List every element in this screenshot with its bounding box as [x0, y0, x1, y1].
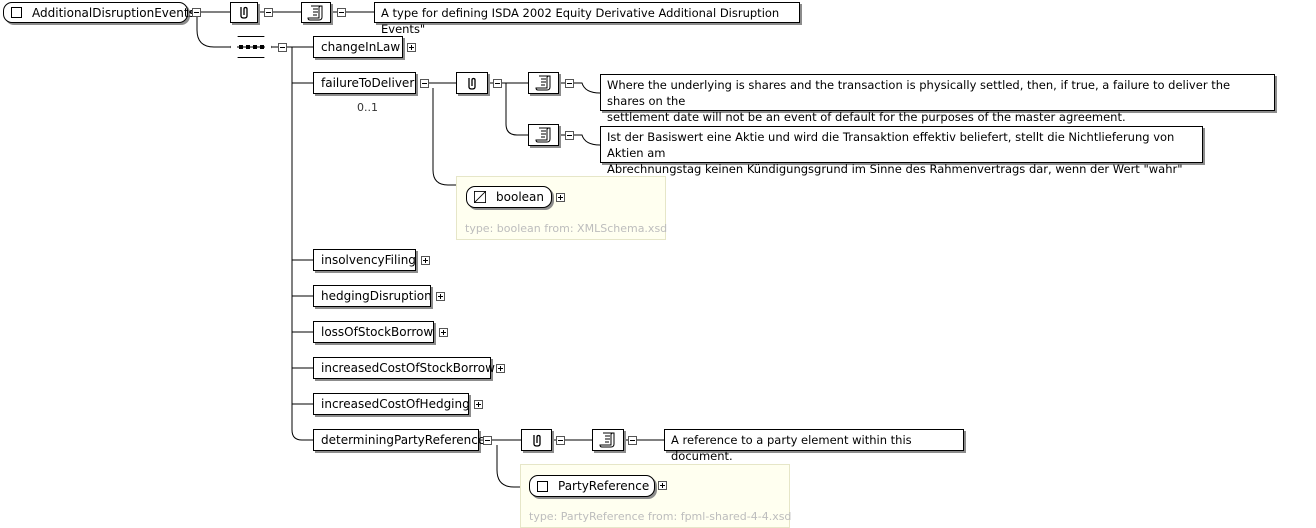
expand-icon[interactable] — [421, 256, 430, 265]
element-insolvency-filing[interactable]: insolvencyFiling — [313, 249, 416, 271]
expand-icon[interactable] — [658, 481, 667, 490]
expand-icon[interactable] — [496, 364, 505, 373]
collapse-icon[interactable] — [565, 79, 574, 88]
annotation-icon — [456, 72, 488, 94]
element-determining-party-reference[interactable]: determiningPartyReference — [313, 429, 485, 451]
complex-type-icon — [537, 480, 548, 492]
element-increased-cost-of-hedging[interactable]: increasedCostOfHedging — [313, 393, 470, 415]
documentation-scroll-icon — [592, 429, 624, 451]
occurrence-label: 0..1 — [357, 101, 378, 114]
collapse-icon[interactable] — [483, 436, 492, 445]
collapse-icon[interactable] — [278, 43, 287, 52]
element-loss-of-stock-borrow[interactable]: lossOfStockBorrow — [313, 321, 434, 343]
element-failure-to-deliver[interactable]: failureToDeliver — [313, 72, 416, 94]
collapse-icon[interactable] — [264, 8, 273, 17]
expand-icon[interactable] — [436, 292, 445, 301]
expand-icon[interactable] — [407, 43, 416, 52]
complex-type-icon — [11, 7, 22, 18]
type-caption: type: boolean from: XMLSchema.xsd — [465, 222, 668, 235]
element-increased-cost-of-stock-borrow[interactable]: increasedCostOfStockBorrow — [313, 357, 495, 379]
annotation-icon — [521, 429, 552, 451]
root-documentation: A type for defining ISDA 2002 Equity Der… — [374, 2, 800, 36]
element-name: AdditionalDisruptionEvents — [32, 5, 195, 20]
collapse-icon[interactable] — [556, 436, 565, 445]
simple-type-icon — [474, 190, 487, 204]
type-boolean[interactable]: boolean — [466, 186, 552, 208]
documentation-scroll-icon — [301, 2, 331, 23]
expand-icon[interactable] — [556, 193, 565, 202]
collapse-icon[interactable] — [337, 8, 346, 17]
expand-icon[interactable] — [474, 400, 483, 409]
element-hedging-disruption[interactable]: hedgingDisruption — [313, 285, 432, 307]
documentation-scroll-icon — [528, 72, 559, 94]
type-caption: type: PartyReference from: fpml-shared-4… — [529, 510, 792, 523]
collapse-icon[interactable] — [192, 8, 201, 17]
annotation-icon — [230, 2, 258, 23]
collapse-icon[interactable] — [628, 436, 637, 445]
type-party-reference[interactable]: PartyReference — [529, 475, 655, 497]
collapse-icon[interactable] — [565, 131, 574, 140]
element-change-in-law[interactable]: changeInLaw — [313, 36, 403, 58]
element-additional-disruption-events[interactable]: AdditionalDisruptionEvents — [3, 2, 195, 23]
expand-icon[interactable] — [439, 328, 448, 337]
documentation-scroll-icon — [528, 124, 559, 146]
sequence-compositor-icon[interactable] — [230, 36, 272, 58]
documentation-de: Ist der Basiswert eine Aktie und wird di… — [600, 126, 1203, 192]
determining-party-documentation: A reference to a party element within th… — [664, 429, 964, 463]
collapse-icon[interactable] — [493, 79, 502, 88]
documentation-en: Where the underlying is shares and the t… — [600, 74, 1275, 124]
collapse-icon[interactable] — [420, 79, 429, 88]
